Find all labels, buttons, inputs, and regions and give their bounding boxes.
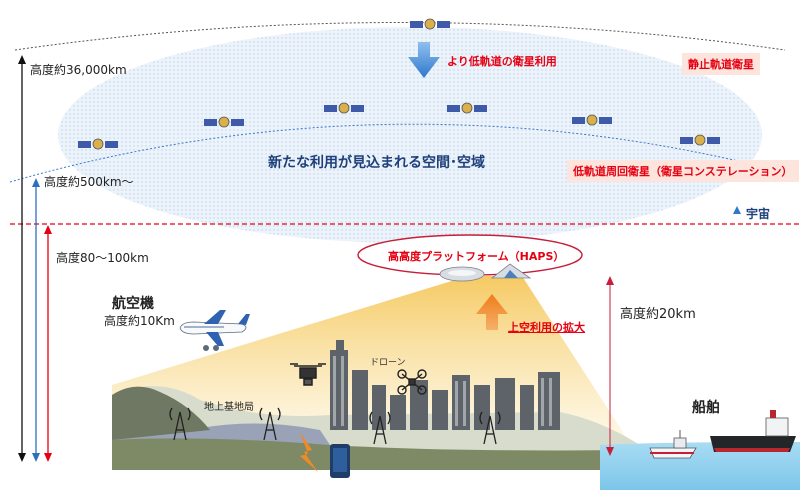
drone-icon — [397, 369, 427, 395]
new-space-label: 新たな利用が見込まれる空間･空域 — [268, 155, 485, 171]
satellite-icon — [78, 138, 118, 150]
haps-label: 高高度プラットフォーム（HAPS） — [388, 250, 565, 263]
drone-icon — [290, 363, 326, 386]
aircraft-label: 航空機 — [112, 296, 154, 312]
lower-orbit-use-label: より低軌道の衛星利用 — [447, 55, 557, 68]
ground-station-label: 地上基地局 — [204, 402, 254, 413]
cargo-ship-icon — [710, 410, 796, 452]
satellite-icon — [324, 102, 364, 114]
stratosphere-altitude-label: 高度80～100km — [56, 251, 149, 265]
altitude-arrow-leo — [32, 178, 40, 462]
satellite-icon — [572, 114, 612, 126]
satellite-icon — [680, 134, 720, 146]
satellite-icon — [410, 18, 450, 30]
geo-orbit-arc — [14, 22, 786, 51]
airplane-icon — [179, 310, 250, 351]
leo-satellite-label: 低軌道周回衛星（衛星コンステレーション） — [567, 160, 799, 182]
ship-label: 船舶 — [692, 400, 720, 416]
ground-station-tower-icon — [259, 407, 281, 441]
haps-aircraft-icon — [439, 266, 485, 282]
aircraft-altitude-label: 高度約10Km — [104, 314, 175, 328]
lower-orbit-arrow — [408, 42, 440, 78]
upper-air-arrow — [476, 294, 508, 330]
new-space-ellipse — [58, 27, 762, 243]
geo-altitude-label: 高度約36,000km — [30, 63, 127, 77]
lightning-icon — [300, 432, 318, 472]
haps-altitude-label: 高度約20km — [620, 307, 696, 322]
drone-label: ドローン — [370, 358, 406, 368]
haps-aircraft-icon — [490, 263, 532, 279]
leo-orbit-arc — [9, 123, 796, 183]
space-triangle-icon — [733, 206, 741, 214]
fishing-boat-icon — [649, 430, 697, 459]
ground-station-tower-icon — [369, 411, 391, 445]
leo-altitude-label: 高度約500km～ — [44, 175, 134, 189]
geo-satellite-label: 静止軌道衛星 — [682, 53, 760, 75]
smartphone-icon — [330, 444, 350, 478]
haps-altitude-line — [606, 276, 614, 456]
satellite-icon — [204, 116, 244, 128]
upper-air-use-label: 上空利用の拡大 — [508, 321, 585, 334]
ground-station-tower-icon — [169, 407, 191, 441]
altitude-arrow-geo — [18, 55, 26, 462]
satellite-icon — [447, 102, 487, 114]
space-label: 宇宙 — [746, 207, 771, 221]
altitude-arrow-stratosphere — [44, 225, 52, 462]
ground-station-tower-icon — [479, 411, 501, 445]
hill — [112, 386, 210, 440]
